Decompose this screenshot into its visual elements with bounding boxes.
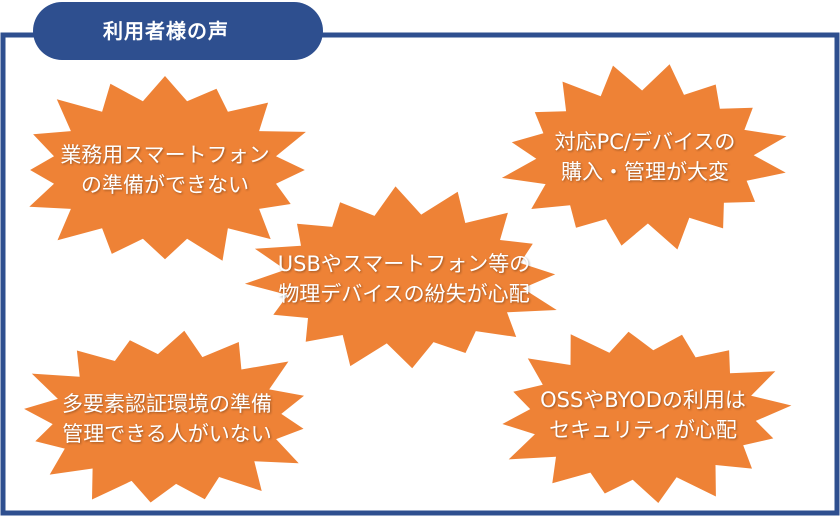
burst-line: セキュリティが心配 xyxy=(549,418,737,442)
concern-burst-oss-byod: OSSやBYODの利用は セキュリティが心配 xyxy=(490,322,796,508)
burst-line: USBやスマートフォン等の xyxy=(277,252,531,276)
burst-line: 購入・管理が大変 xyxy=(561,160,729,184)
burst-shape xyxy=(501,64,787,250)
burst-shape xyxy=(24,330,304,503)
burst-line: 多要素認証環境の準備 xyxy=(62,392,272,416)
concern-burst-physical-device: USBやスマートフォン等の 物理デバイスの紛失が心配 xyxy=(242,186,566,372)
concern-burst-smartphone: 業務用スマートフォン の準備ができない xyxy=(12,70,318,270)
burst-line: OSSやBYODの利用は xyxy=(540,388,746,412)
burst-shape xyxy=(29,76,306,261)
section-header-tab: 利用者様の声 xyxy=(33,2,323,60)
burst-shape xyxy=(244,186,557,369)
burst-star-polygon xyxy=(501,64,787,250)
burst-line: 業務用スマートフォン xyxy=(60,143,270,167)
section-title: 利用者様の声 xyxy=(103,18,229,43)
concern-burst-mfa: 多要素認証環境の準備 管理できる人がいない xyxy=(12,326,322,512)
burst-star-polygon xyxy=(29,76,306,261)
burst-star-polygon xyxy=(502,331,792,503)
burst-line: の準備ができない xyxy=(81,173,249,197)
burst-star-polygon xyxy=(244,186,557,369)
burst-shape xyxy=(502,331,792,503)
burst-line: 管理できる人がいない xyxy=(62,422,272,446)
burst-star-polygon xyxy=(24,330,304,503)
concern-burst-pc-device: 対応PC/デバイスの 購入・管理が大変 xyxy=(498,62,792,252)
burst-line: 対応PC/デバイスの xyxy=(554,130,736,154)
burst-line: 物理デバイスの紛失が心配 xyxy=(278,282,530,306)
